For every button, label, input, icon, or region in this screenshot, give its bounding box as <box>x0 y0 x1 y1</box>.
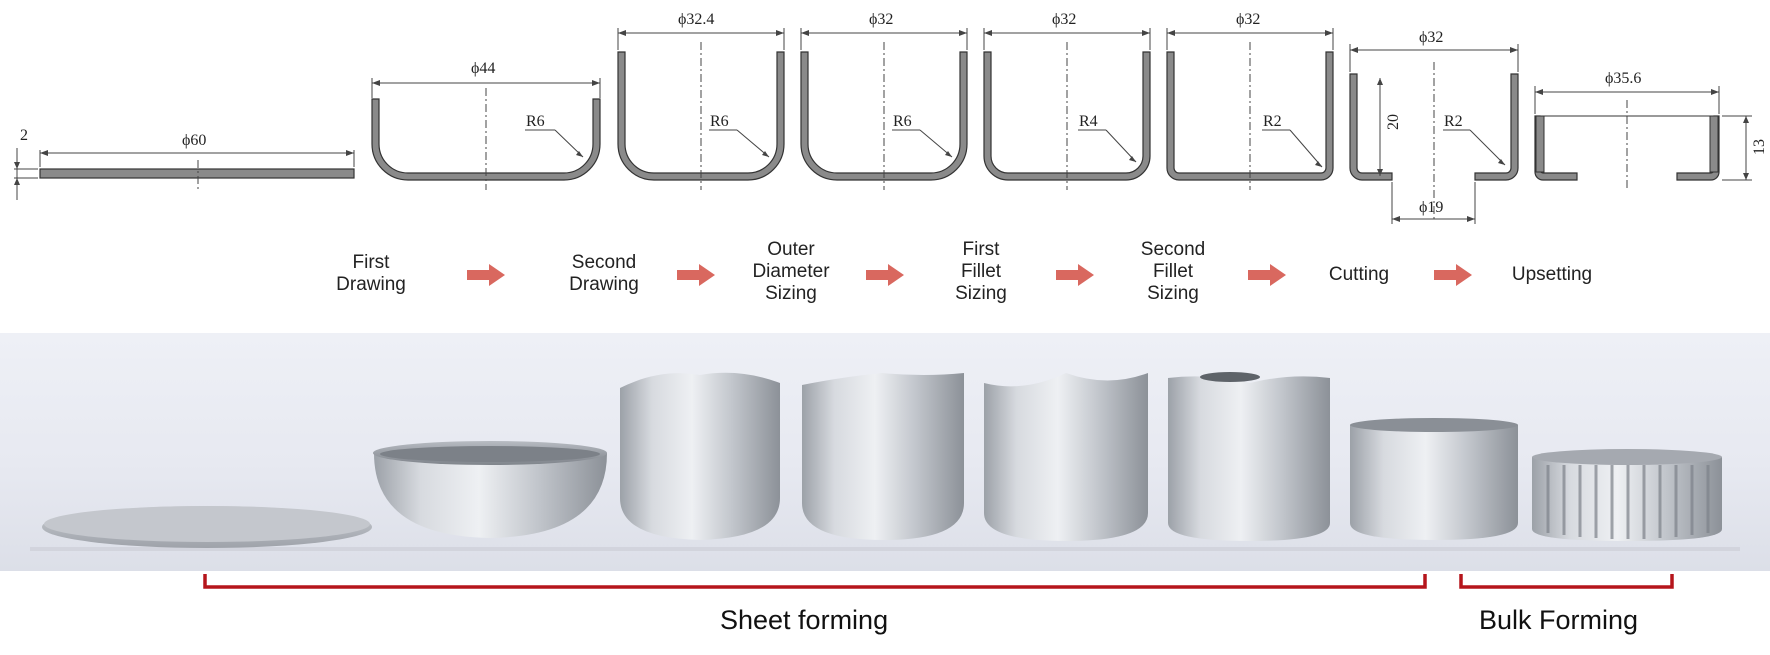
arrow-right-icon <box>1434 264 1472 286</box>
step-cutting: Cutting <box>1304 264 1414 286</box>
cutting-part: ϕ32 20 R2 ϕ19 <box>1349 29 1519 224</box>
second-fillet-radius: R2 <box>1263 113 1282 130</box>
first-drawing-diameter: ϕ44 <box>471 60 495 77</box>
parts-photo-illustration <box>30 372 1740 551</box>
cutting-cup-photo <box>1350 418 1518 540</box>
outer-sizing-cup-photo <box>802 373 964 540</box>
step-first-drawing: First Drawing <box>316 252 426 296</box>
step-first-fillet-sizing: First Fillet Sizing <box>926 239 1036 305</box>
blank-thickness-label: 2 <box>20 127 28 144</box>
step-line: Drawing <box>336 274 406 295</box>
step-second-fillet-sizing: Second Fillet Sizing <box>1118 239 1228 305</box>
parts-photo <box>0 333 1770 571</box>
step-line: First <box>962 239 1000 260</box>
outer-sizing-diameter: ϕ32 <box>869 11 893 28</box>
step-outer-diameter-sizing: Outer Diameter Sizing <box>736 239 846 305</box>
step-line: Second <box>1140 239 1206 260</box>
sheet-forming-label: Sheet forming <box>720 605 889 635</box>
step-line: Sizing <box>955 283 1007 304</box>
arrow-right-icon <box>1056 264 1094 286</box>
arrow-right-icon <box>866 264 904 286</box>
second-drawing-part: ϕ32.4 R6 <box>617 11 785 190</box>
upsetting-ring-photo <box>1532 449 1722 541</box>
first-drawing-cup-photo <box>373 441 607 538</box>
step-second-drawing: Second Drawing <box>549 252 659 296</box>
first-fillet-cup-photo <box>984 373 1148 541</box>
step-line: Cutting <box>1328 264 1390 285</box>
cutting-height: 20 <box>1385 114 1402 130</box>
second-drawing-diameter: ϕ32.4 <box>678 11 714 28</box>
step-upsetting: Upsetting <box>1487 264 1617 286</box>
step-line: Upsetting <box>1511 264 1593 285</box>
step-line: Fillet <box>960 261 1002 282</box>
step-line: Outer <box>767 239 815 260</box>
second-drawing-radius: R6 <box>710 113 729 130</box>
step-line: Sizing <box>1147 283 1199 304</box>
first-fillet-radius: R4 <box>1079 113 1098 130</box>
step-line: Diameter <box>752 261 830 282</box>
step-line: Second <box>571 252 637 273</box>
first-fillet-diameter: ϕ32 <box>1052 11 1076 28</box>
step-line: First <box>352 252 390 273</box>
cutting-radius: R2 <box>1444 113 1463 130</box>
blank-disc-photo <box>42 506 372 548</box>
bulk-forming-label: Bulk Forming <box>1479 605 1639 635</box>
second-fillet-cup-photo <box>1168 372 1330 541</box>
sheet-forming-bracket <box>203 574 1427 589</box>
step-line: Drawing <box>569 274 639 295</box>
first-fillet-sizing-part: ϕ32 R4 <box>983 11 1151 190</box>
technical-drawings: ϕ60 2 ϕ44 R6 ϕ32.4 R6 <box>14 11 1768 224</box>
step-line: Sizing <box>765 283 817 304</box>
upsetting-diameter: ϕ35.6 <box>1605 70 1641 87</box>
second-drawing-cup-photo <box>620 372 780 540</box>
first-drawing-radius: R6 <box>526 113 545 130</box>
upsetting-part: ϕ35.6 13 <box>1534 70 1768 190</box>
cutting-diameter: ϕ32 <box>1419 29 1443 46</box>
outer-sizing-radius: R6 <box>893 113 912 130</box>
blank-drawing: ϕ60 2 <box>14 127 355 200</box>
upsetting-height: 13 <box>1751 139 1768 155</box>
group-brackets <box>203 574 1674 589</box>
second-fillet-diameter: ϕ32 <box>1236 11 1260 28</box>
first-drawing-part: ϕ44 R6 <box>371 60 601 190</box>
arrow-right-icon <box>467 264 505 286</box>
blank-diameter-label: ϕ60 <box>182 132 206 149</box>
arrow-right-icon <box>1248 264 1286 286</box>
cutting-hole-diameter: ϕ19 <box>1419 199 1443 216</box>
step-line: Fillet <box>1152 261 1194 282</box>
arrow-right-icon <box>677 264 715 286</box>
outer-diameter-sizing-part: ϕ32 R6 <box>800 11 968 190</box>
bulk-forming-bracket <box>1459 574 1674 589</box>
second-fillet-sizing-part: ϕ32 R2 <box>1166 11 1334 190</box>
